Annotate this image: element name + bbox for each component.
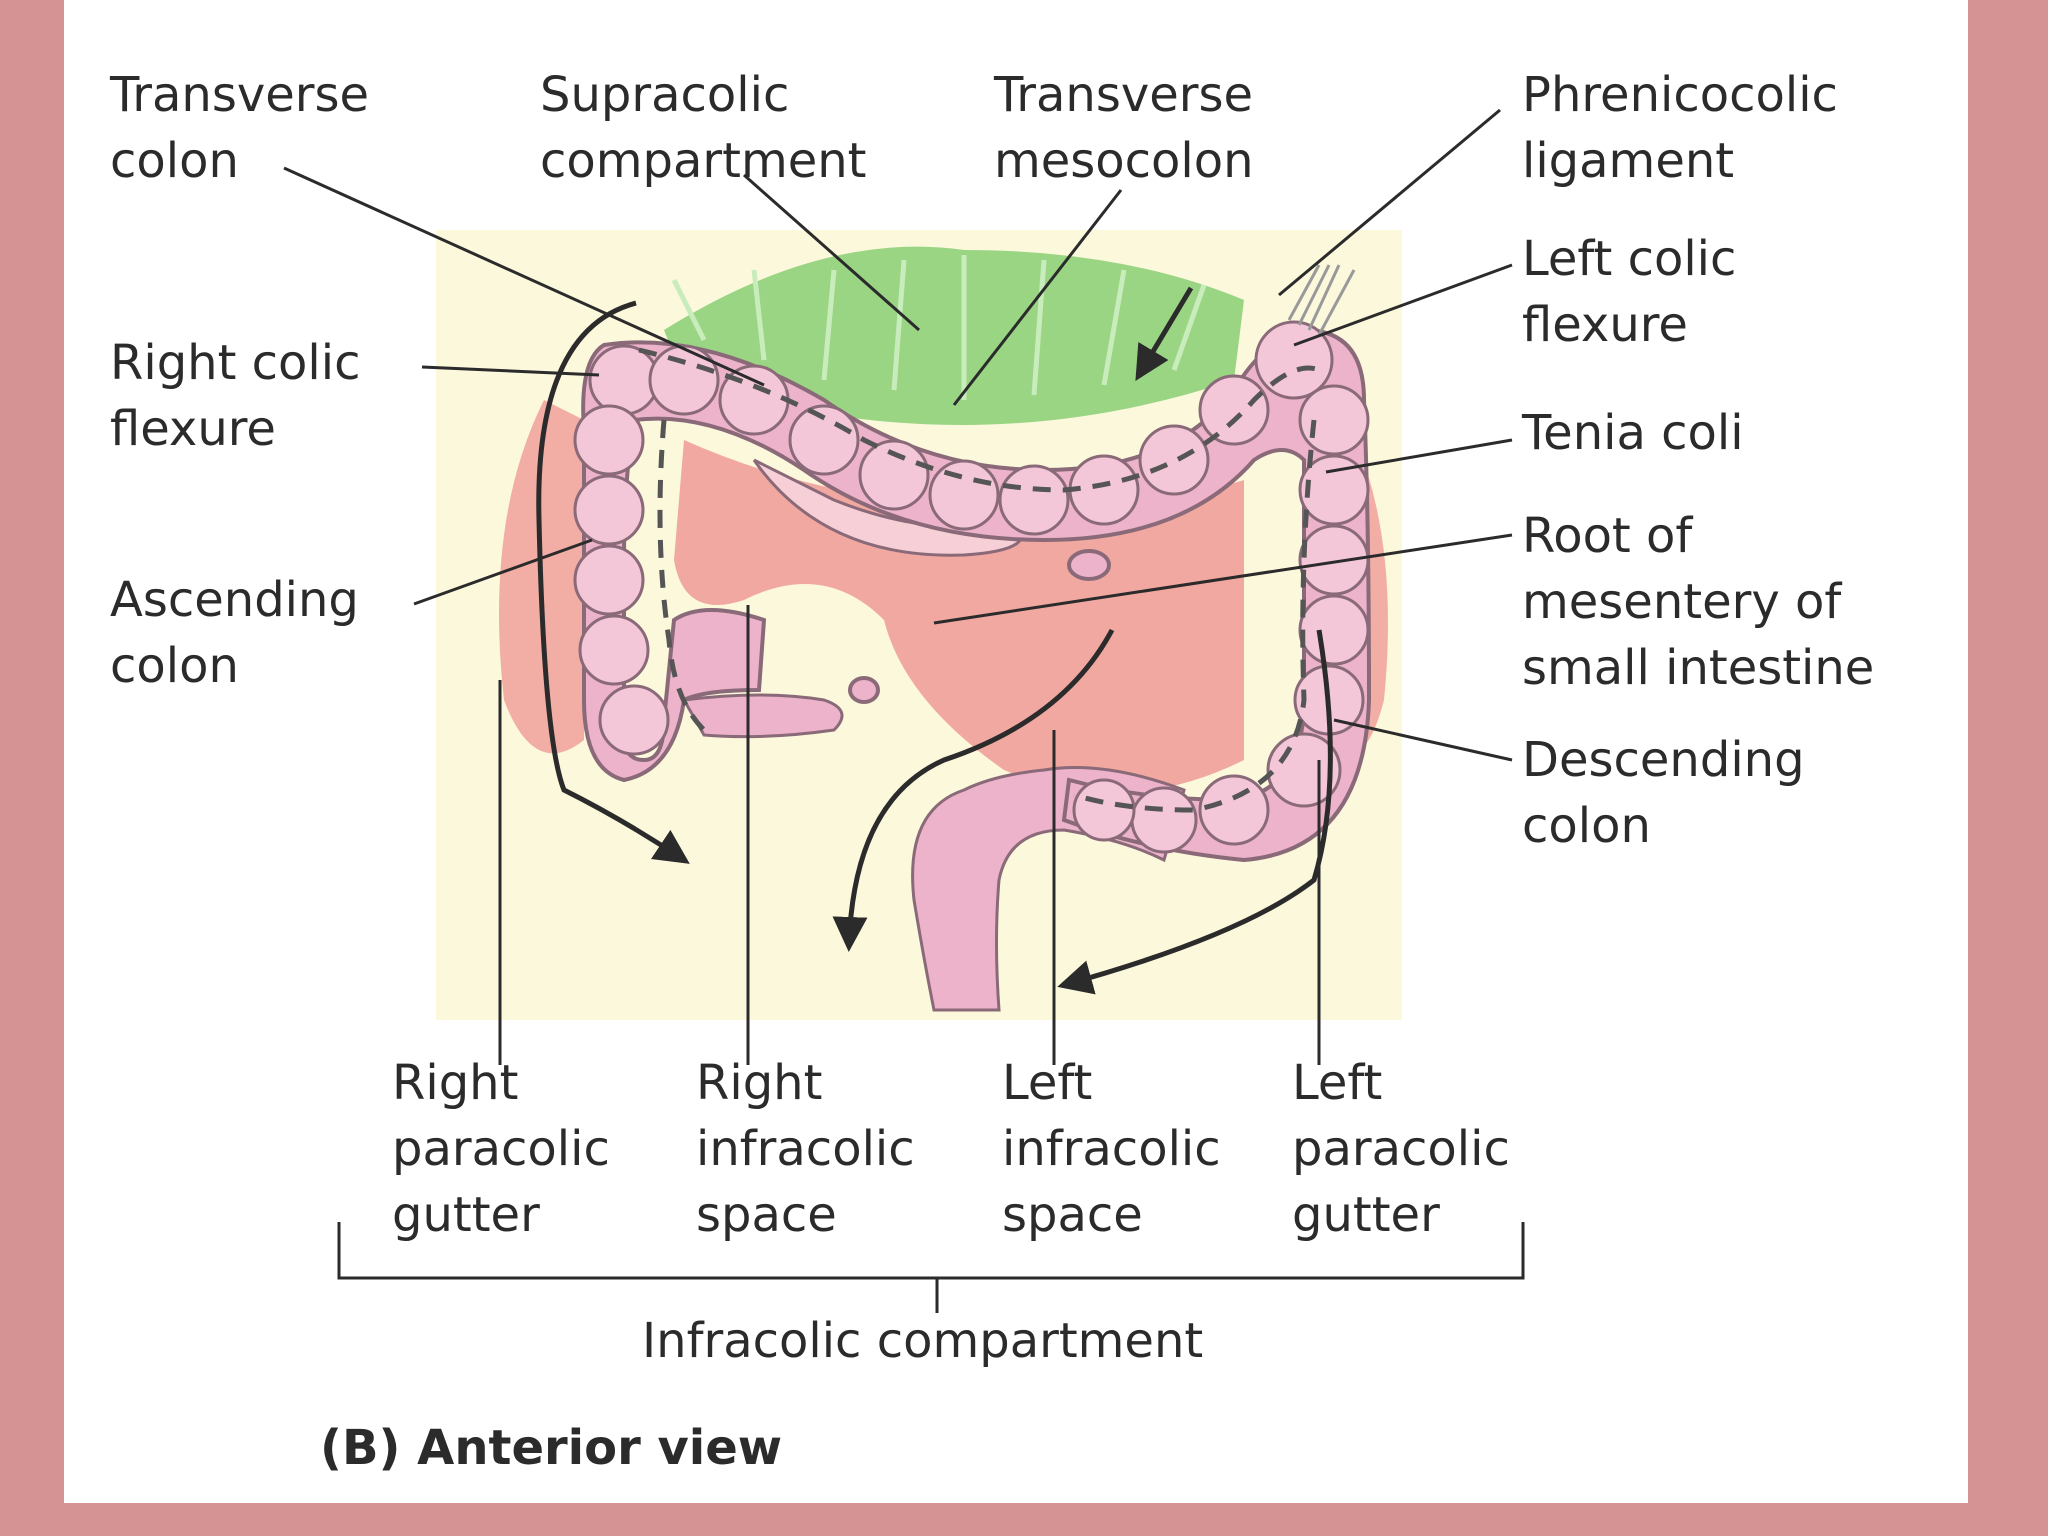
leader-phrenicocolic: [1278, 108, 1501, 297]
leader-supracolic: [743, 173, 920, 332]
arrow-right-infracolic: [832, 628, 1115, 952]
ileum-stump: [1067, 549, 1111, 581]
transverse-mesocolon-fan: [664, 246, 1244, 425]
label-tenia-coli: Tenia coli: [1522, 405, 1744, 461]
leader-lines: [283, 108, 1513, 1065]
colon: [573, 320, 1372, 863]
leader-mesocolon: [952, 189, 1123, 406]
flow-arrows: [536, 286, 1333, 995]
infracolic-bracket: [337, 1222, 1525, 1313]
arrow-right-paracolic: [536, 300, 690, 864]
leader-right-colic: [421, 365, 600, 377]
phrenicocolic-ligament-fibres: [1287, 264, 1356, 336]
colon-illustration: [283, 108, 1525, 1313]
figure-caption: (B) Anterior view: [320, 1420, 783, 1476]
leader-left-colic-flexure: [1293, 263, 1513, 347]
ileum-stump-2: [848, 676, 880, 704]
arrow-transverse-mesocolon: [1135, 286, 1194, 382]
leader-root-mesentery: [933, 533, 1513, 625]
leader-tenia-coli: [1325, 438, 1513, 474]
label-infracolic-compartment: Infracolic compartment: [642, 1313, 1204, 1369]
leader-ascending: [413, 538, 593, 606]
leader-descending: [1333, 718, 1513, 762]
arrow-left-paracolic: [1057, 629, 1333, 995]
leader-transverse-colon: [283, 166, 765, 387]
